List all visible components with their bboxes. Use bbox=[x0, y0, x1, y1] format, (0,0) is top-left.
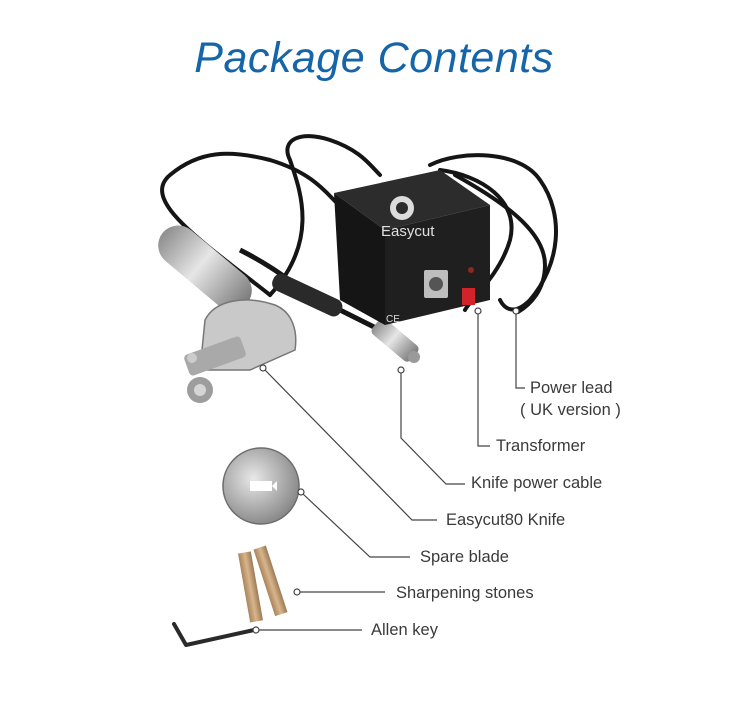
spare-blade bbox=[222, 447, 300, 525]
easycut80-knife bbox=[158, 225, 297, 403]
label-easycut80-knife: Easycut80 Knife bbox=[446, 511, 566, 529]
page-title: Package Contents bbox=[194, 34, 554, 82]
label-spare-blade: Spare blade bbox=[420, 548, 509, 566]
label-allen-key: Allen key bbox=[371, 621, 438, 639]
knife-power-cable bbox=[238, 247, 420, 363]
allen-key bbox=[172, 622, 256, 647]
label-sharpening-stones: Sharpening stones bbox=[396, 584, 534, 602]
sharpening-stones bbox=[238, 545, 288, 623]
ce-mark: CE bbox=[386, 314, 400, 325]
power-switch bbox=[462, 288, 475, 305]
transformer-box: Easycut CE bbox=[334, 170, 490, 325]
label-transformer: Transformer bbox=[496, 437, 586, 455]
label-knife-power-cable: Knife power cable bbox=[471, 474, 603, 492]
brand-logo-text: Easycut bbox=[381, 223, 435, 240]
label-power-lead: Power lead bbox=[530, 379, 613, 397]
label-power-lead-note: ( UK version ) bbox=[520, 401, 621, 419]
leader-lines bbox=[252, 307, 525, 634]
